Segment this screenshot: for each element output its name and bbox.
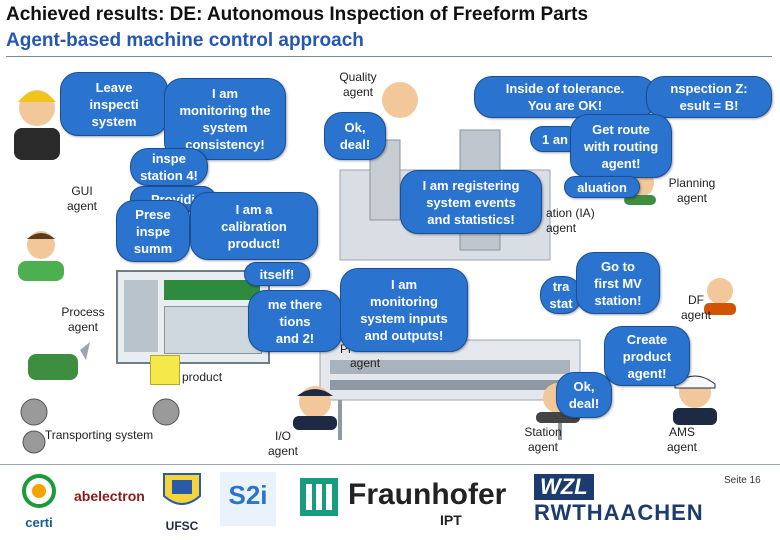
certi-logo-text: certi	[25, 515, 53, 530]
bubble-inspection-z-result: nspection Z: esult = B!	[646, 76, 772, 118]
ia-agent-label: ation (IA) agent	[546, 206, 595, 235]
wzl-logo: WZL	[534, 474, 594, 500]
bubble-leave-inspection: Leave inspecti system	[60, 72, 168, 136]
bubble-transport-station: tra stat	[540, 276, 582, 314]
bubble-inside-tolerance: Inside of tolerance. You are OK!	[474, 76, 656, 118]
gui-status-bar	[164, 280, 260, 300]
bubble-registering-events: I am registering system events and stati…	[400, 170, 542, 234]
certi-logo-icon	[22, 474, 56, 508]
gui-agent-label: GUI agent	[66, 184, 98, 213]
ufsc-crest-icon	[163, 473, 201, 505]
process-agent-avatar	[28, 342, 90, 380]
transporting-system-label: Transporting system	[44, 428, 154, 442]
io-agent-avatar	[293, 386, 337, 430]
abelectron-logo: abelectron	[74, 488, 145, 504]
quality-agent-avatar	[382, 82, 418, 118]
operator-avatar	[14, 90, 60, 160]
ufsc-logo: UFSC	[160, 472, 204, 534]
product-label: product	[182, 370, 223, 384]
station-agent-label: Station agent	[524, 425, 562, 454]
footer-divider	[0, 464, 780, 465]
ipt-logo: IPT	[440, 512, 462, 528]
ufsc-logo-text: UFSC	[165, 519, 199, 533]
page-number: Seite 16	[724, 475, 761, 486]
title-divider	[6, 56, 772, 57]
gui-sidebar-panel	[124, 280, 158, 352]
bubble-create-product-agent: Create product agent!	[604, 326, 690, 386]
bubble-go-first-mv: Go to first MV station!	[576, 252, 660, 314]
bubble-calibration-product: I am a calibration product!	[190, 192, 318, 260]
planning-agent-label: Planning agent	[668, 176, 716, 205]
process-agent-label: Process agent	[61, 305, 105, 334]
bubble-get-route: Get route with routing agent!	[570, 114, 672, 178]
bubble-monitoring-io: I am monitoring system inputs and output…	[340, 268, 468, 352]
df-agent-label: DF agent	[680, 293, 712, 322]
quality-agent-label: Quality agent	[339, 70, 377, 99]
fraunhofer-mark-icon	[298, 476, 340, 518]
bubble-ok-deal: Ok, deal!	[324, 112, 386, 160]
certi-logo: certi	[14, 472, 64, 532]
bubble-inspection-station4: inspe station 4!	[130, 148, 208, 186]
ams-agent-label: AMS agent	[666, 425, 698, 454]
transporting-system-nodes	[20, 398, 180, 454]
s2i-logo: S2i	[220, 472, 276, 526]
bubble-evaluation: aluation	[564, 176, 640, 198]
slide-subtitle: Agent-based machine control approach	[6, 30, 364, 51]
gui-content-area	[164, 306, 262, 354]
bubble-itself: itself!	[244, 262, 310, 286]
rwth-aachen-logo: RWTHAACHEN	[534, 500, 704, 525]
gui-screenshot	[116, 270, 270, 364]
df-agent-avatar	[704, 278, 736, 315]
bubble-ok-deal-2: Ok, deal!	[556, 372, 612, 418]
pr-agent-label-2: agent	[350, 356, 381, 370]
io-agent-label: I/O agent	[267, 429, 299, 458]
bubble-me-there: me there tions and 2!	[248, 290, 342, 352]
slide-title: Achieved results: DE: Autonomous Inspect…	[6, 4, 589, 25]
gui-agent-avatar	[18, 231, 64, 281]
bubble-present-inspection: Prese inspe summ	[116, 200, 190, 262]
product-block	[150, 355, 180, 385]
bubble-monitoring-system: I am monitoring the system consistency!	[164, 78, 286, 160]
s2i-logo-text: S2i	[228, 480, 268, 510]
fraunhofer-logo: Fraunhofer	[348, 478, 507, 511]
